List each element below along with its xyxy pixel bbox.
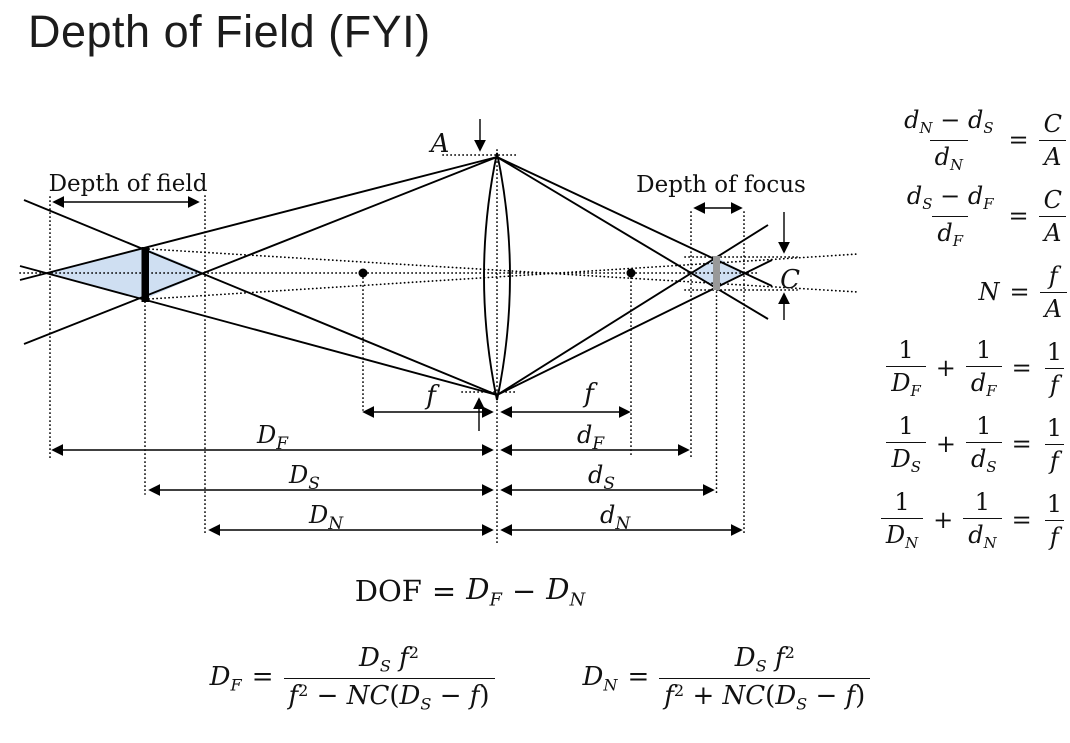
ray (23, 199, 498, 396)
rear-focal-point (626, 268, 636, 278)
light-rays (19, 156, 773, 396)
ray (496, 224, 769, 396)
focal-right-label: f (582, 379, 598, 409)
DF-label: DF (256, 421, 289, 454)
ray (496, 156, 773, 287)
coc-label: C (780, 265, 800, 295)
dN-label: dN (600, 501, 631, 534)
equation-dof: DOF=DF−DN (354, 571, 586, 611)
lens-diagram: Depth of field Depth of focus A C f f DF… (19, 119, 859, 544)
ray (19, 156, 498, 281)
ray (23, 156, 498, 345)
sensor-plane-bar (713, 256, 720, 290)
depth-of-field-label: Depth of field (49, 171, 208, 197)
dimension-arrows (51, 119, 790, 536)
focal-left-label: f (424, 381, 440, 411)
dF-label: dF (577, 421, 605, 454)
chief-ray-lower (148, 253, 859, 300)
guide-lines (19, 149, 859, 544)
ray (496, 259, 773, 396)
aperture-label: A (429, 129, 450, 159)
lens (483, 152, 511, 401)
dS-label: dS (588, 461, 615, 494)
ray (19, 265, 498, 396)
object-plane-bar (141, 247, 149, 302)
diagram-labels: Depth of field Depth of focus A C f f DF… (49, 129, 806, 534)
DN-label: DN (308, 501, 344, 534)
ray (496, 156, 769, 320)
depth-of-focus-label: Depth of focus (636, 172, 806, 198)
DS-label: DS (288, 461, 320, 494)
chief-ray-upper (148, 248, 859, 293)
page-title: Depth of Field (FYI) (28, 6, 431, 57)
front-focal-point (358, 268, 368, 278)
